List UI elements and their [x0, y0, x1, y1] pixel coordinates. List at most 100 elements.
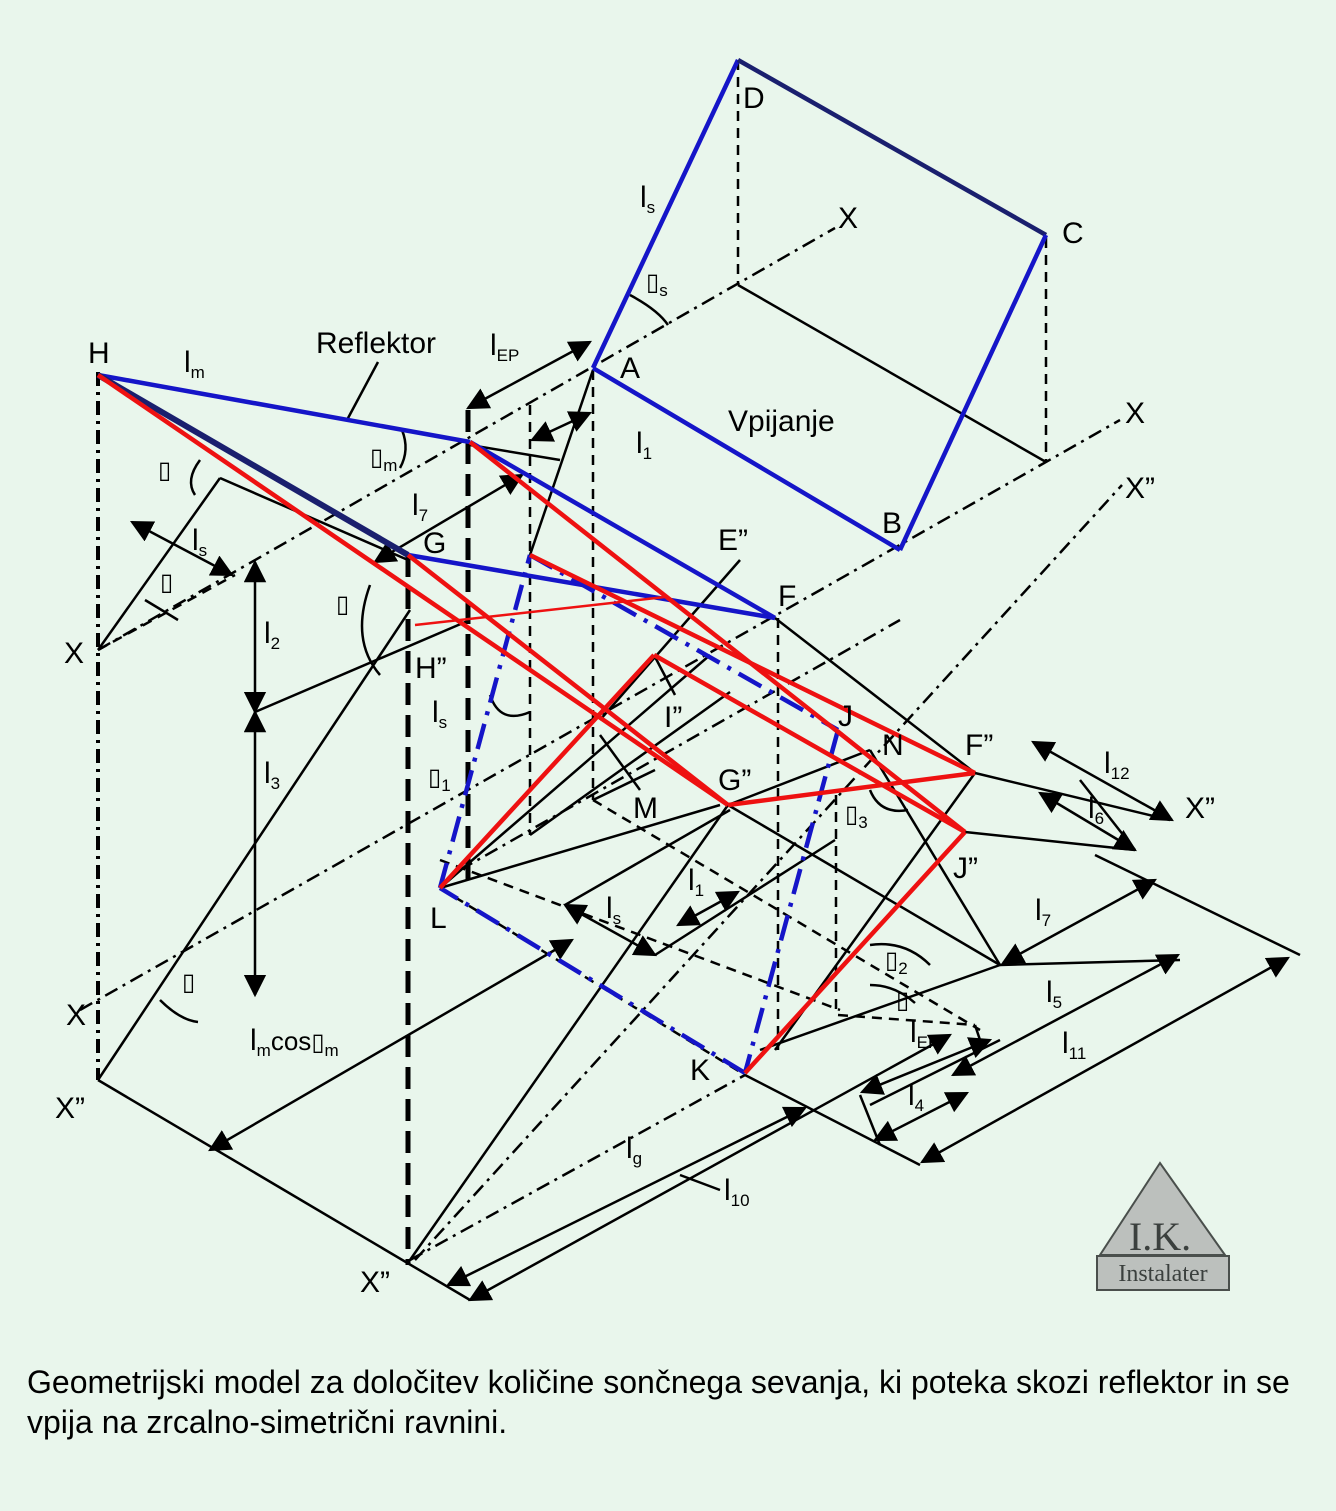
dim-lep-top: [466, 340, 592, 410]
label-point-g2: G”: [718, 764, 751, 797]
line-x2-k: [409, 1073, 746, 1262]
logo-name: Instalater: [1118, 1261, 1207, 1287]
line-g2-n: [727, 748, 871, 807]
label-point-i2: I”: [664, 701, 682, 734]
quad-j-k: [742, 729, 841, 1074]
dim-l1-floor: [676, 890, 740, 927]
dim-l11: [920, 956, 1290, 1164]
instalater-logo: I.K. Instalater: [1096, 1161, 1230, 1291]
logo-banner: [1096, 1255, 1230, 1291]
angle-arc-3: [868, 789, 909, 813]
edge-h-g: [96, 372, 410, 558]
dim-l1-top: [529, 411, 593, 442]
label-lep-right: lEP: [910, 1016, 939, 1052]
axis-line-x2-right: [414, 484, 1123, 1261]
line-l-g2: [439, 803, 721, 890]
axis-line-x-upper: [97, 226, 836, 652]
edge-a-b: [591, 366, 902, 552]
label-point-l: L: [430, 902, 447, 935]
dimension-arrows: [130, 340, 1290, 1302]
dim-ls-left: [130, 520, 234, 577]
dim-lmcos: [208, 938, 574, 1152]
label-point-f: F: [778, 580, 796, 613]
label-l11: l11: [1062, 1027, 1086, 1063]
angle-arc-bottom: [159, 999, 199, 1024]
line-g2-floor: [727, 803, 1001, 967]
label-axis-x-left: X: [64, 637, 84, 670]
label-point-n: N: [882, 729, 904, 762]
dashed-x-left-ray: [97, 573, 236, 652]
axis-line-x-lower: [79, 418, 1121, 1012]
label-point-j: J: [838, 700, 853, 733]
label-l7-right: l7: [1035, 894, 1051, 930]
angle-arc-x: [144, 598, 179, 622]
label-l1-floor: l1: [688, 864, 704, 900]
label-point-a: A: [620, 352, 640, 385]
ray-j2-k: [743, 830, 967, 1075]
label-l5: l5: [1046, 976, 1062, 1012]
ray-j-j2-thin: [837, 729, 966, 833]
ray-e2-f2: [529, 552, 976, 776]
label-l10: l10: [724, 1174, 750, 1210]
edge-g2-f2: [727, 770, 976, 808]
line-l1-floor: [654, 838, 836, 957]
line-floor-a: [592, 768, 656, 802]
leader-m: [598, 734, 642, 791]
edge-d-c: [736, 58, 1048, 237]
ray-g-g2: [406, 553, 730, 807]
line-f-f2: [774, 617, 976, 774]
label-lep-top: lEP: [490, 329, 519, 365]
label-point-b: B: [882, 507, 902, 540]
line-lep-floor: [837, 1013, 976, 1027]
line-x-ray: [96, 477, 222, 651]
label-lm-cos-thetam: lmcos▯m: [250, 1024, 339, 1060]
label-point-f2: F”: [965, 729, 993, 762]
dashed-floor-l: [439, 858, 841, 1012]
label-angle-s: ▯s: [646, 269, 668, 300]
label-l6: l6: [1088, 792, 1104, 828]
angle-arc-m: [398, 429, 407, 469]
label-axis-x2-far: X”: [1185, 792, 1215, 825]
edge-c-b: [897, 234, 1049, 551]
label-axis-x2-left: X”: [55, 1092, 85, 1125]
construction-lines: [79, 60, 1301, 1302]
label-l3: l3: [264, 757, 280, 793]
angle-arc-h2: [360, 584, 381, 676]
line-floor-e2: [529, 690, 731, 837]
angle-arc-s: [629, 293, 670, 326]
blue-lines: [96, 58, 1049, 1075]
label-angle-2: ▯2: [885, 947, 908, 978]
line-floor-k: [759, 963, 1001, 1052]
angle-arc-top: [189, 459, 202, 496]
label-angle-m: ▯m: [370, 444, 397, 475]
line-ground-right: [744, 1073, 921, 1167]
line-l2-ray: [254, 618, 471, 714]
label-point-e2: E”: [718, 524, 748, 557]
label-l7-top: l7: [412, 489, 428, 525]
label-axis-x2-bottom: X”: [360, 1266, 390, 1299]
dim-ls-floor: [563, 903, 657, 957]
line-e2-a: [528, 369, 595, 556]
edge-reflector-f: [468, 440, 777, 620]
dim-l10: [468, 1033, 952, 1302]
line-l7-ext: [999, 958, 1181, 967]
label-axis-x-top: X: [838, 202, 858, 235]
ray-l-i2: [438, 653, 656, 890]
line-ray-g: [219, 476, 409, 562]
label-ls-left: ls: [192, 524, 207, 560]
label-angle-low: ▯: [896, 987, 909, 1014]
label-point-h: H: [88, 337, 110, 370]
figure-caption: Geometrijski model za določitev količine…: [27, 1364, 1290, 1440]
label-point-k: K: [690, 1054, 710, 1087]
label-point-m: M: [633, 792, 658, 825]
label-absorption: Vpijanje: [728, 405, 835, 438]
label-point-c: C: [1062, 217, 1084, 250]
axis-labels: X X X” X” X X X” X”: [55, 202, 1215, 1299]
quad-e2-j: [528, 553, 840, 732]
label-axis-x2-right: X”: [1125, 472, 1155, 505]
red-lines: [96, 373, 976, 1075]
length-labels: ls lm lEP l1 l7 ls l2 l3 ls l1 ls l12 l6…: [184, 181, 1130, 1210]
label-point-d: D: [743, 82, 765, 115]
